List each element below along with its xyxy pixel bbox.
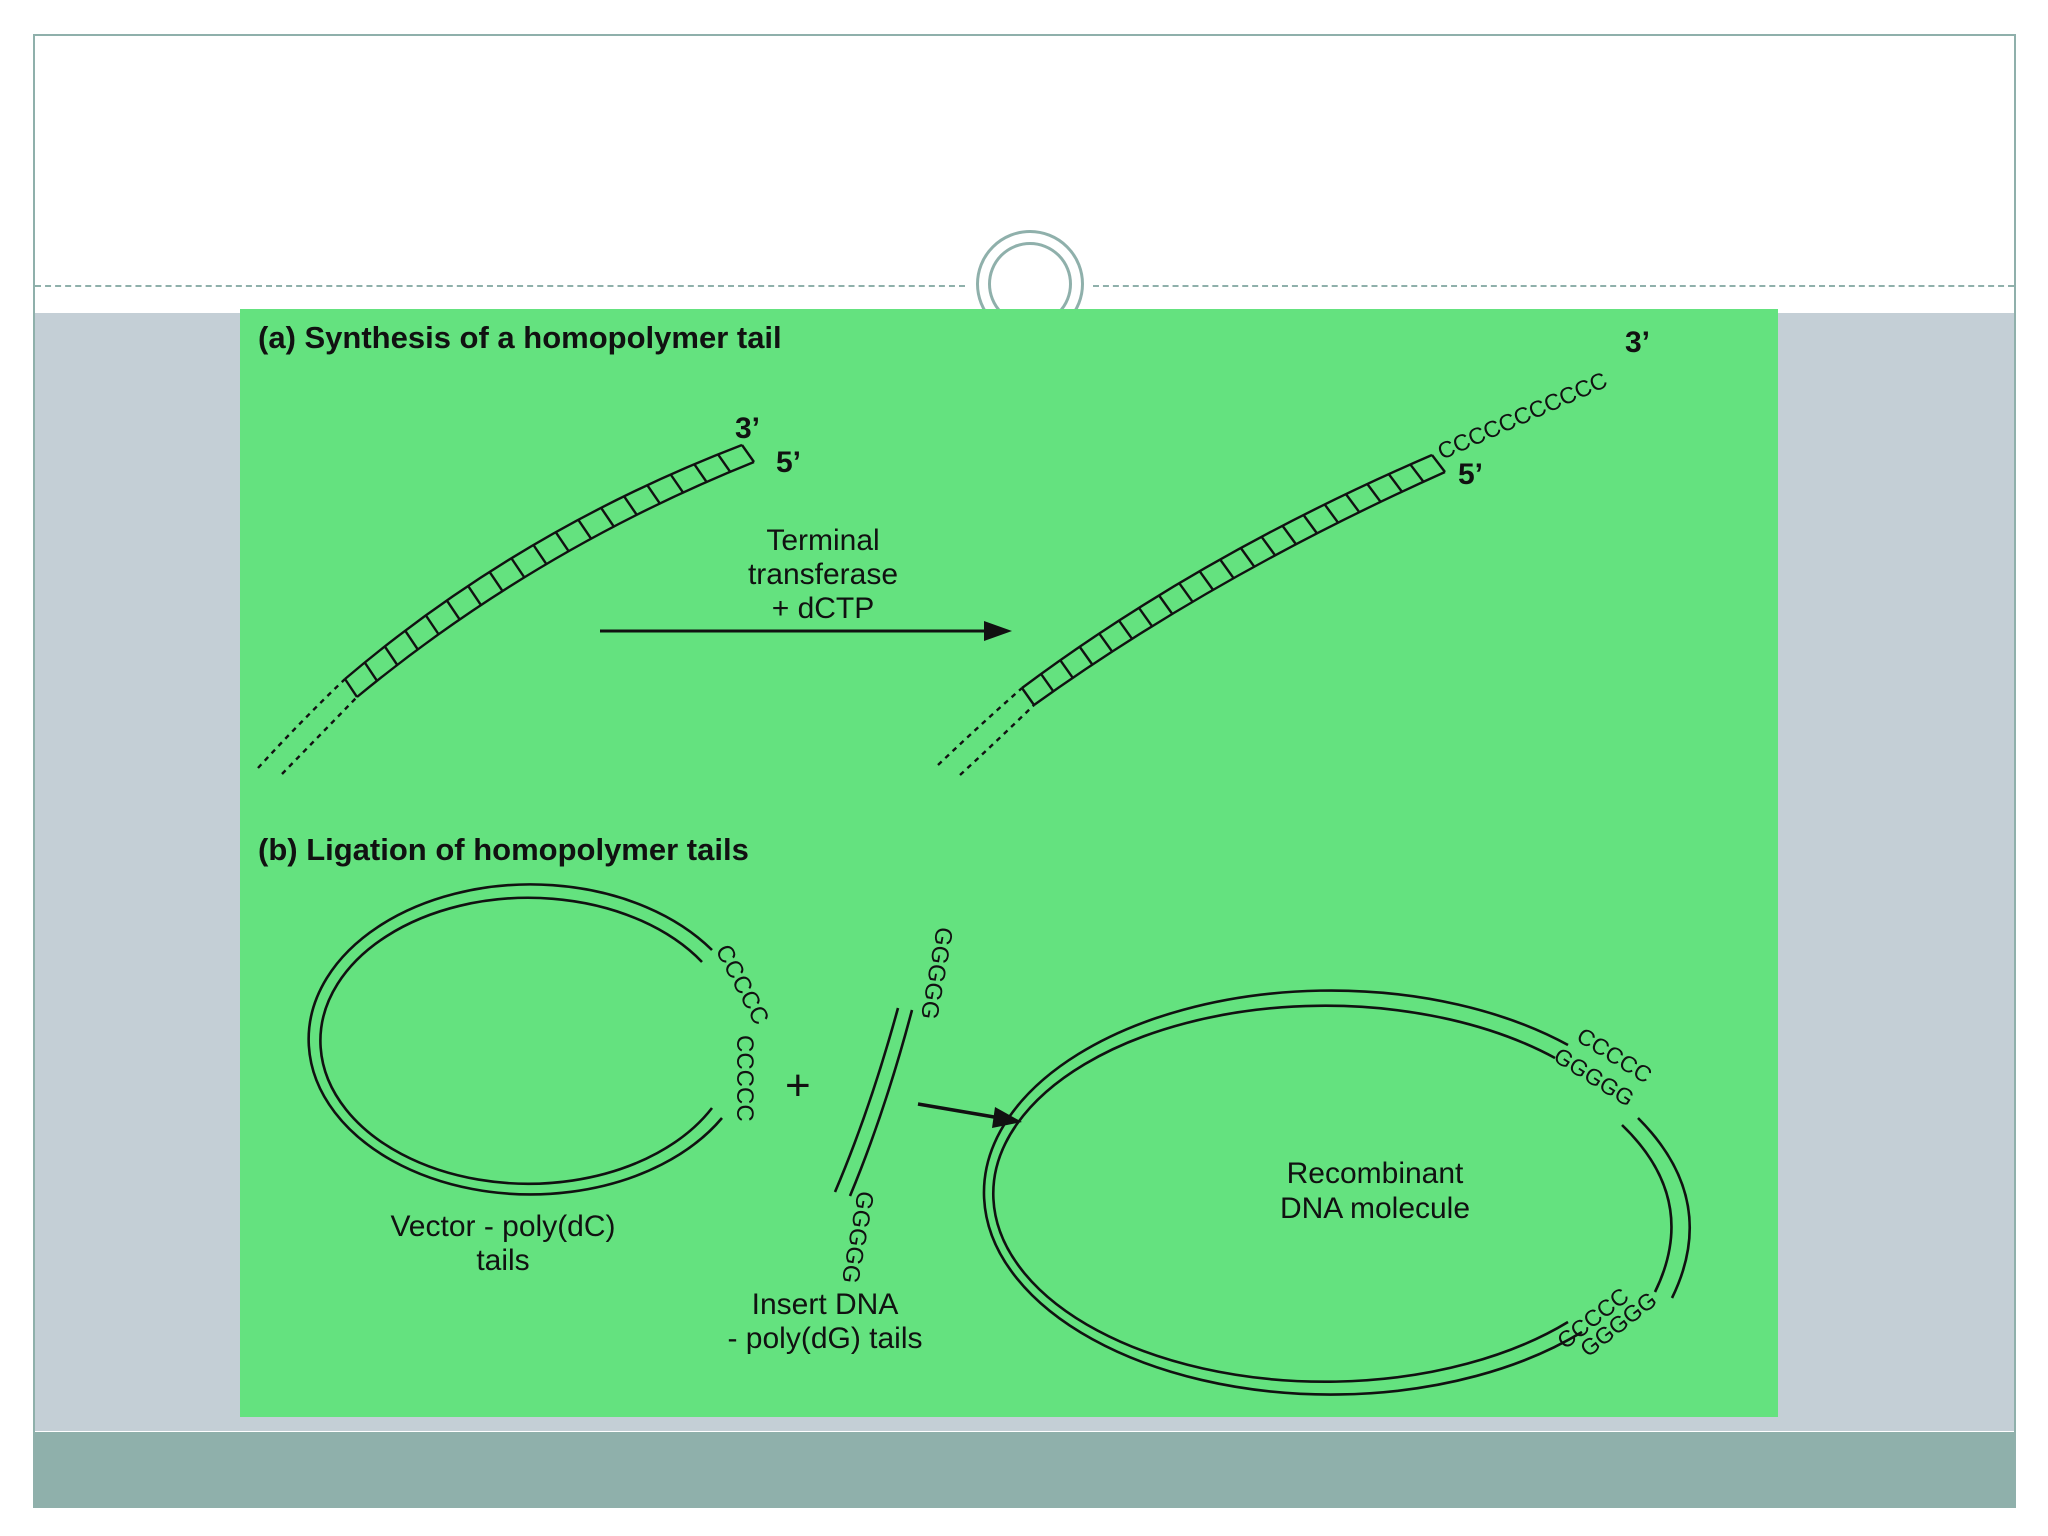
insert-strand-right [848, 1009, 914, 1197]
base-pair-rung [344, 678, 358, 698]
base-pair-rung [1344, 493, 1361, 513]
base-pair-rung [1409, 463, 1425, 483]
base-pair-rung [1198, 570, 1215, 591]
base-pair-rung [600, 507, 615, 528]
insert-strand-left [833, 1007, 900, 1193]
vector-caption-line2: tails [476, 1244, 529, 1277]
strand-left-base-pairs [344, 444, 755, 698]
strand-left-bottom-dashed [281, 696, 358, 775]
base-pair-rung [1260, 536, 1277, 557]
base-pair-rung [1178, 582, 1194, 603]
base-pair-rung [532, 544, 548, 565]
reaction-arrow-b-head [992, 1107, 1022, 1128]
base-pair-rung [363, 661, 378, 682]
base-pair-rung [424, 614, 440, 635]
title-divider-left [35, 285, 965, 287]
vector-plasmid [307, 883, 723, 1196]
product-5-label: 5’ [1458, 458, 1483, 491]
base-pair-rung [577, 519, 593, 540]
panel-b-heading: (b) Ligation of homopolymer tails [258, 832, 749, 867]
enzyme-label-line1: Terminal [766, 524, 879, 557]
base-pair-rung [623, 495, 638, 516]
base-pair-rung [1158, 594, 1174, 615]
base-pair-rung [1219, 558, 1235, 579]
base-pair-rung [1078, 646, 1094, 666]
recombinant-plasmid [982, 989, 1691, 1396]
base-pair-rung [1137, 607, 1154, 627]
reaction-arrow-a-head [984, 621, 1012, 641]
strand-right-top-dashed [937, 687, 1023, 766]
product-3-label: 3’ [1625, 326, 1650, 359]
base-pair-rung [554, 531, 570, 552]
figure-background [240, 309, 1778, 1417]
base-pair-rung [1281, 525, 1297, 545]
vector-inner-strand [319, 896, 714, 1186]
reaction-arrow-b-shaft [917, 1102, 1001, 1120]
strand-right-base-pairs [1021, 454, 1446, 706]
base-pair-rung [404, 630, 419, 651]
base-pair-rung [1323, 503, 1340, 524]
reaction-arrow-b [917, 1102, 1022, 1128]
strand-left-3-label: 3’ [735, 412, 760, 445]
insert-caption-line2: - poly(dG) tails [727, 1322, 922, 1355]
recombinant-label-line2: DNA molecule [1280, 1192, 1470, 1225]
base-pair-rung [646, 484, 661, 505]
recombinant-inner-left [992, 1004, 1569, 1384]
panel-a-strand-left [257, 443, 755, 775]
insert-caption-line1: Insert DNA [752, 1288, 899, 1321]
recombinant-label-line1: Recombinant [1287, 1157, 1464, 1190]
base-pair-rung [1239, 547, 1256, 568]
strand-right-bottom-dashed [959, 704, 1035, 776]
base-pair-rung [1387, 473, 1403, 493]
base-pair-rung [488, 571, 504, 592]
recombinant-inner-right [1621, 1124, 1673, 1293]
base-pair-rung [1059, 659, 1074, 679]
panel-a-strand-right [937, 453, 1446, 776]
strand-left-5-label: 5’ [776, 446, 801, 479]
enzyme-label-line3: + dCTP [772, 592, 875, 625]
title-divider-right [1093, 285, 2014, 287]
vector-caption-line1: Vector - poly(dC) [390, 1210, 615, 1243]
recombinant-outer-left [982, 989, 1583, 1396]
strand-left-top [344, 443, 743, 680]
vector-outer-strand [307, 883, 723, 1196]
footer-band [35, 1432, 2014, 1506]
enzyme-label-line2: transferase [748, 558, 898, 591]
base-pair-rung [1040, 673, 1055, 693]
panel-a-heading: (a) Synthesis of a homopolymer tail [258, 320, 782, 355]
base-pair-rung [717, 453, 732, 473]
base-pair-rung [1302, 514, 1318, 535]
base-pair-rung [1118, 619, 1134, 640]
base-pair-rung [741, 444, 755, 463]
base-pair-rung [383, 645, 399, 666]
base-pair-rung [467, 585, 482, 606]
recombinant-outer-right [1637, 1117, 1691, 1299]
plus-sign: + [785, 1061, 811, 1110]
base-pair-rung [1021, 687, 1035, 706]
base-pair-rung [1098, 632, 1114, 653]
insert-dna [833, 1007, 914, 1197]
base-pair-rung [510, 557, 526, 579]
strand-left-top-dashed [257, 678, 346, 769]
base-pair-rung [445, 599, 461, 621]
reaction-arrow-a [600, 621, 1012, 641]
strand-right-bottom [1033, 470, 1446, 706]
strand-left-bottom [356, 460, 755, 698]
strand-right-top [1021, 453, 1433, 689]
base-pair-rung [669, 473, 685, 494]
base-pair-rung [1431, 454, 1446, 473]
base-pair-rung [1366, 483, 1382, 503]
base-pair-rung [693, 463, 708, 483]
vector-tail-bottom: CCCCC [731, 1035, 758, 1122]
